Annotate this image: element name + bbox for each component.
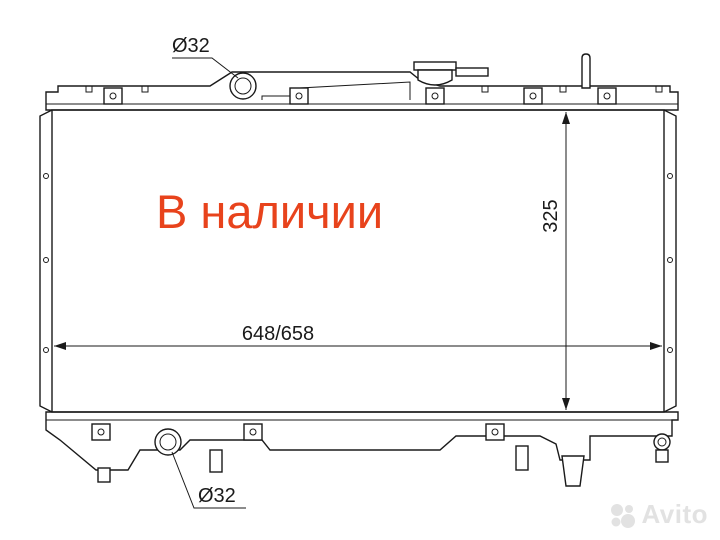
inlet-leader	[172, 57, 239, 79]
inlet-diameter-label: Ø32	[172, 35, 210, 57]
core-width-label: 648/658	[242, 323, 314, 345]
vent-tube	[581, 53, 591, 89]
dimension-height	[562, 112, 570, 410]
avito-dots-icon	[611, 503, 636, 528]
watermark: Avito	[607, 499, 708, 530]
radiator-core	[39, 109, 677, 413]
dimension-width	[54, 342, 662, 350]
outlet-diameter-label: Ø32	[198, 485, 236, 507]
watermark-brand: Avito	[641, 499, 708, 529]
outlet-leader	[171, 451, 246, 509]
top-tank	[45, 71, 679, 111]
bottom-tank	[45, 411, 679, 487]
core-height-label: 325	[540, 199, 562, 232]
availability-label: В наличии	[156, 185, 384, 238]
inlet-pipe	[229, 72, 257, 100]
filler-cap	[413, 61, 489, 86]
outlet-pipe	[154, 428, 182, 456]
